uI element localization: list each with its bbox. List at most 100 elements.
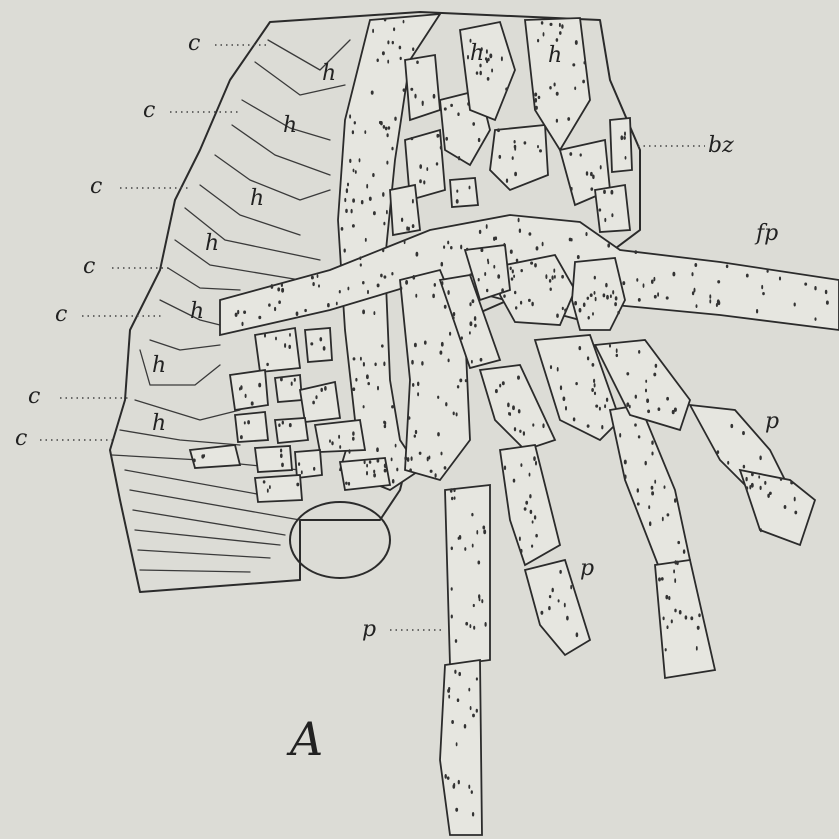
stipple-dot — [592, 312, 594, 316]
stipple-dot — [487, 58, 489, 62]
stipple-dot — [424, 340, 427, 344]
stipple-dot — [331, 441, 333, 445]
stipple-dot — [543, 32, 545, 36]
stipple-dot — [717, 450, 720, 454]
stipple-dot — [476, 709, 478, 713]
stipple-dot — [404, 240, 406, 244]
stipple-dot — [472, 812, 474, 817]
stipple-dot — [487, 259, 489, 262]
stipple-dot — [696, 304, 698, 308]
stipple-dot — [466, 248, 469, 251]
stipple-dot — [240, 435, 243, 439]
stipple-dot — [353, 169, 355, 173]
stipple-dot — [384, 469, 387, 473]
stipple-dot — [524, 507, 527, 510]
stipple-dot — [416, 252, 419, 257]
stipple-dot — [465, 622, 468, 626]
stipple-dot — [726, 265, 729, 269]
stipple-dot — [794, 497, 796, 502]
stipple-dot — [291, 382, 293, 386]
stipple-dot — [541, 21, 544, 25]
stipple-dot — [315, 395, 317, 399]
stipple-dot — [559, 23, 561, 27]
stipple-dot — [382, 51, 385, 55]
stipple-dot — [396, 468, 398, 472]
stipple-dot — [520, 269, 523, 272]
stipple-dot — [414, 343, 417, 348]
stipple-dot — [647, 409, 650, 413]
stipple-dot — [683, 549, 686, 553]
stipple-dot — [758, 475, 760, 478]
stipple-dot — [514, 427, 516, 431]
stipple-dot — [599, 407, 601, 411]
stipple-dot — [784, 505, 787, 509]
stipple-dot — [239, 387, 241, 391]
label-h: h — [250, 186, 264, 211]
stipple-dot — [383, 275, 386, 278]
stipple-dot — [437, 432, 440, 436]
stipple-dot — [391, 458, 393, 462]
stipple-dot — [432, 294, 435, 299]
stipple-dot — [251, 401, 254, 405]
stipple-dot — [450, 488, 453, 493]
stipple-dot — [516, 259, 519, 263]
stipple-dot — [607, 243, 610, 247]
stipple-dot — [377, 283, 380, 287]
stipple-dot — [372, 173, 374, 177]
stipple-dot — [468, 785, 470, 789]
stipple-dot — [444, 774, 446, 779]
stipple-dot — [679, 610, 682, 615]
stipple-dot — [556, 38, 559, 42]
stipple-dot — [571, 238, 573, 242]
label-h: h — [548, 43, 562, 68]
stipple-dot — [651, 486, 654, 490]
stipple-dot — [651, 451, 653, 455]
stipple-dot — [344, 198, 346, 202]
stipple-dot — [519, 228, 521, 232]
stipple-dot — [414, 434, 416, 437]
stipple-dot — [347, 287, 349, 291]
stipple-dot — [289, 333, 291, 337]
label-h: h — [283, 113, 297, 138]
stipple-dot — [298, 462, 300, 466]
stipple-dot — [594, 392, 596, 395]
stipple-dot — [408, 416, 411, 420]
stipple-dot — [359, 256, 361, 260]
stipple-dot — [471, 513, 473, 517]
stipple-dot — [483, 530, 486, 535]
stipple-dot — [542, 423, 544, 428]
stipple-dot — [403, 20, 405, 24]
stipple-dot — [447, 241, 449, 245]
stipple-dot — [535, 461, 537, 466]
stipple-dot — [363, 405, 365, 408]
stipple-dot — [367, 382, 370, 385]
stipple-dot — [235, 313, 238, 317]
stipple-dot — [280, 377, 283, 381]
stipple-dot — [594, 383, 596, 387]
stipple-dot — [658, 407, 661, 411]
stipple-dot — [638, 298, 641, 302]
stipple-dot — [304, 309, 307, 312]
stipple-dot — [690, 616, 693, 620]
stipple-dot — [399, 46, 402, 50]
label-h: h — [152, 353, 166, 378]
stipple-dot — [439, 350, 442, 354]
stipple-dot — [460, 245, 462, 250]
stipple-dot — [637, 502, 640, 505]
stipple-dot — [284, 343, 286, 348]
stipple-dot — [430, 470, 433, 473]
stipple-dot — [426, 167, 428, 171]
stipple-dot — [341, 227, 344, 231]
stipple-dot — [384, 18, 387, 21]
stipple-dot — [450, 104, 453, 107]
stipple-dot — [751, 483, 754, 488]
stipple-dot — [605, 283, 607, 288]
stipple-dot — [419, 179, 422, 183]
stipple-dot — [759, 455, 761, 460]
stipple-dot — [266, 363, 269, 366]
stipple-dot — [241, 322, 243, 326]
stipple-dot — [644, 461, 646, 465]
stipple-dot — [620, 135, 623, 140]
